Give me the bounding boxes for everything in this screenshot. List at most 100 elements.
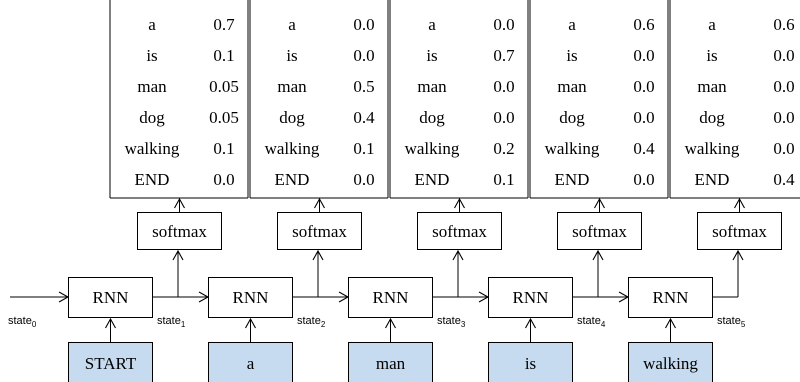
vocab-word: is xyxy=(566,46,577,65)
probability-value: 0.0 xyxy=(633,77,654,96)
vocab-word: man xyxy=(697,77,727,96)
probability-value: 0.0 xyxy=(353,46,374,65)
probability-value: 0.1 xyxy=(213,46,234,65)
timestep-2: RNN softmax a state2 xyxy=(208,197,362,382)
softmax-box xyxy=(697,212,782,250)
probability-value: 0.0 xyxy=(773,108,794,127)
vocab-word: is xyxy=(146,46,157,65)
probability-value: 0.05 xyxy=(209,77,239,96)
softmax-box xyxy=(277,212,362,250)
probability-value: 0.0 xyxy=(213,170,234,189)
vocab-word: man xyxy=(557,77,587,96)
vocab-word: a xyxy=(148,15,156,34)
probability-value: 0.0 xyxy=(353,170,374,189)
rnn-cell-label: RNN xyxy=(653,288,689,307)
rnn-cell-box xyxy=(488,277,573,318)
probability-value: 0.1 xyxy=(493,170,514,189)
probability-value: 0.0 xyxy=(493,77,514,96)
vocab-word: a xyxy=(708,15,716,34)
softmax-label: softmax xyxy=(432,222,487,241)
softmax-label: softmax xyxy=(712,222,767,241)
vocab-word: is xyxy=(426,46,437,65)
state-label: state1 xyxy=(157,315,186,329)
vocab-word: walking xyxy=(545,139,600,158)
state-label: state4 xyxy=(577,315,606,329)
state-0-label: state0 xyxy=(8,315,37,329)
vocab-word: walking xyxy=(405,139,460,158)
input-token-label: is xyxy=(525,354,536,373)
vocab-word: walking xyxy=(125,139,180,158)
timestep-4: RNN softmax is state4 xyxy=(488,197,642,382)
vocab-word: END xyxy=(555,170,590,189)
probability-value: 0.4 xyxy=(773,170,795,189)
probability-value: 0.5 xyxy=(353,77,374,96)
probability-value: 0.0 xyxy=(633,46,654,65)
vocab-word: walking xyxy=(685,139,740,158)
probability-value: 0.0 xyxy=(493,15,514,34)
input-token-label: START xyxy=(85,354,137,373)
probability-value: 0.6 xyxy=(773,15,794,34)
probability-value: 0.1 xyxy=(353,139,374,158)
probability-value: 0.0 xyxy=(773,77,794,96)
state-label: state5 xyxy=(717,315,746,329)
vocab-word: man xyxy=(137,77,167,96)
input-token-box xyxy=(348,342,433,382)
rnn-cell-label: RNN xyxy=(93,288,129,307)
input-token-box xyxy=(208,342,293,382)
softmax-box xyxy=(417,212,502,250)
probability-value: 0.1 xyxy=(213,139,234,158)
probability-value: 0.0 xyxy=(493,108,514,127)
input-token-box xyxy=(628,342,713,382)
vocab-word: dog xyxy=(559,108,585,127)
vocab-word: man xyxy=(417,77,447,96)
softmax-box xyxy=(557,212,642,250)
probability-value: 0.0 xyxy=(353,15,374,34)
rnn-cell-box xyxy=(68,277,153,318)
softmax-label: softmax xyxy=(292,222,347,241)
rnn-cell-box xyxy=(208,277,293,318)
vocab-word: dog xyxy=(279,108,305,127)
rnn-cell-label: RNN xyxy=(513,288,549,307)
rnn-cell-label: RNN xyxy=(233,288,269,307)
state-label: state2 xyxy=(297,315,326,329)
probability-value: 0.05 xyxy=(209,108,239,127)
vocab-word: man xyxy=(277,77,307,96)
softmax-label: softmax xyxy=(572,222,627,241)
vocab-word: a xyxy=(568,15,576,34)
vocab-word: is xyxy=(706,46,717,65)
vocab-word: dog xyxy=(699,108,725,127)
softmax-label: softmax xyxy=(152,222,207,241)
vocab-word: dog xyxy=(419,108,445,127)
timestep-3: RNN softmax man state3 xyxy=(348,197,502,382)
input-token-label: walking xyxy=(643,354,698,373)
probability-value: 0.7 xyxy=(493,46,515,65)
rnn-cell-label: RNN xyxy=(373,288,409,307)
vocab-word: a xyxy=(288,15,296,34)
probability-value: 0.2 xyxy=(493,139,514,158)
rnn-cell-box xyxy=(348,277,433,318)
input-token-label: a xyxy=(247,354,255,373)
probability-value: 0.4 xyxy=(353,108,375,127)
vocab-word: END xyxy=(415,170,450,189)
vocab-word: a xyxy=(428,15,436,34)
vocab-word: is xyxy=(286,46,297,65)
state-label: state3 xyxy=(437,315,466,329)
vocab-word: END xyxy=(695,170,730,189)
probability-value: 0.6 xyxy=(633,15,654,34)
probability-value: 0.0 xyxy=(633,170,654,189)
vocab-word: END xyxy=(135,170,170,189)
input-token-label: man xyxy=(376,354,406,373)
probability-value: 0.0 xyxy=(773,139,794,158)
rnn-cell-box xyxy=(628,277,713,318)
vocab-word: walking xyxy=(265,139,320,158)
input-token-box xyxy=(68,342,153,382)
